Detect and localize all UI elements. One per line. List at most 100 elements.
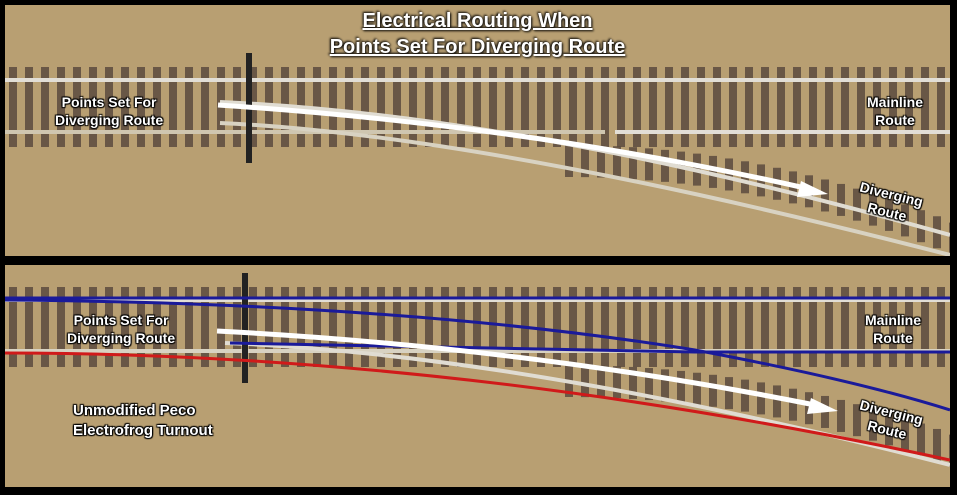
sleeper xyxy=(821,179,829,212)
sleeper xyxy=(169,67,177,147)
sleeper xyxy=(297,287,305,367)
top-mainline-label-line-2: Route xyxy=(875,112,915,128)
sleeper xyxy=(921,67,929,147)
top-points-label-line-2: Diverging Route xyxy=(55,112,164,128)
sleeper xyxy=(809,287,817,367)
sleeper xyxy=(713,67,721,147)
sleeper xyxy=(377,67,385,147)
sleeper xyxy=(709,155,717,188)
sleeper xyxy=(777,287,785,367)
sleeper xyxy=(185,67,193,147)
sleeper xyxy=(937,67,945,147)
sleeper xyxy=(777,67,785,147)
sleeper xyxy=(409,287,417,367)
sleeper xyxy=(425,67,433,147)
sleeper xyxy=(901,204,909,237)
sleeper xyxy=(837,399,845,432)
sleeper xyxy=(889,287,897,367)
sleeper xyxy=(933,428,941,461)
sleeper xyxy=(581,145,589,178)
title-line-1: Electrical Routing When xyxy=(362,10,593,32)
sleeper xyxy=(153,287,161,367)
sleeper xyxy=(889,67,897,147)
sleepers-straight xyxy=(9,287,945,367)
sleeper xyxy=(9,287,17,367)
sleeper xyxy=(457,67,465,147)
sleeper xyxy=(869,193,877,226)
top-points-label-line-1: Points Set For xyxy=(61,94,157,110)
sleeper xyxy=(597,365,605,398)
sleeper xyxy=(885,413,893,446)
bottom-mainline-label-line-1: Mainline xyxy=(865,312,922,328)
sleeper xyxy=(489,67,497,147)
sleeper xyxy=(645,148,653,181)
sleeper xyxy=(329,67,337,147)
sleeper xyxy=(345,67,353,147)
sleeper xyxy=(57,67,65,147)
sleeper xyxy=(201,67,209,147)
sleeper xyxy=(681,287,689,367)
sleeper xyxy=(105,287,113,367)
sleeper xyxy=(725,377,733,410)
sleeper xyxy=(709,374,717,407)
top-photo-panel: Electrical Routing When Points Set For D… xyxy=(5,5,950,256)
diverging-arrow-shaft xyxy=(216,328,816,408)
sleeper xyxy=(137,67,145,147)
sleeper xyxy=(789,388,797,421)
bottom-mainline-label-line-2: Route xyxy=(873,330,913,346)
sleeper xyxy=(441,67,449,147)
title-line-2: Points Set For Diverging Route xyxy=(329,36,626,58)
sleeper xyxy=(121,287,129,367)
bottom-points-label: Points Set For Diverging Route xyxy=(67,311,175,347)
red-wire xyxy=(5,351,950,462)
sleeper xyxy=(233,287,241,367)
diverging-arrow-head xyxy=(797,181,828,197)
turnout-label: Unmodified Peco Electrofrog Turnout xyxy=(73,401,213,441)
sleeper xyxy=(873,67,881,147)
diverging-arrow-head xyxy=(807,398,838,414)
sleeper xyxy=(729,67,737,147)
sleeper xyxy=(661,149,669,182)
sleeper xyxy=(329,287,337,367)
sleeper xyxy=(761,67,769,147)
sleeper xyxy=(121,67,129,147)
top-mainline-label: Mainline Route xyxy=(867,93,923,129)
sleeper xyxy=(901,418,909,451)
sleeper xyxy=(581,365,589,398)
sleeper xyxy=(569,287,577,367)
sleeper xyxy=(873,287,881,367)
rail-diverging-2 xyxy=(219,121,950,256)
bottom-points-label-line-2: Diverging Route xyxy=(67,330,176,346)
tie-bar xyxy=(242,273,248,383)
sleeper xyxy=(201,287,209,367)
sleeper xyxy=(281,287,289,367)
sleeper xyxy=(697,67,705,147)
sleeper xyxy=(9,67,17,147)
sleeper xyxy=(633,287,641,367)
sleeper xyxy=(745,287,753,367)
sleeper xyxy=(713,287,721,367)
sleeper xyxy=(949,434,950,467)
sleeper xyxy=(105,67,113,147)
sleeper xyxy=(841,287,849,367)
sleepers-straight xyxy=(9,67,945,147)
sleeper xyxy=(837,183,845,216)
sleeper xyxy=(741,379,749,412)
sleeper xyxy=(809,67,817,147)
sleeper xyxy=(917,423,925,456)
sleeper xyxy=(137,287,145,367)
sleeper xyxy=(425,287,433,367)
sleeper xyxy=(25,67,33,147)
sleeper xyxy=(597,145,605,178)
sleeper xyxy=(617,67,625,147)
sleeper xyxy=(73,287,81,367)
sleeper xyxy=(505,67,513,147)
sleeper xyxy=(473,67,481,147)
sleeper xyxy=(761,287,769,367)
sleeper xyxy=(537,287,545,367)
sleeper xyxy=(489,287,497,367)
sleeper xyxy=(377,287,385,367)
top-mainline-label-line-1: Mainline xyxy=(867,94,924,110)
sleeper xyxy=(441,287,449,367)
sleeper xyxy=(537,67,545,147)
